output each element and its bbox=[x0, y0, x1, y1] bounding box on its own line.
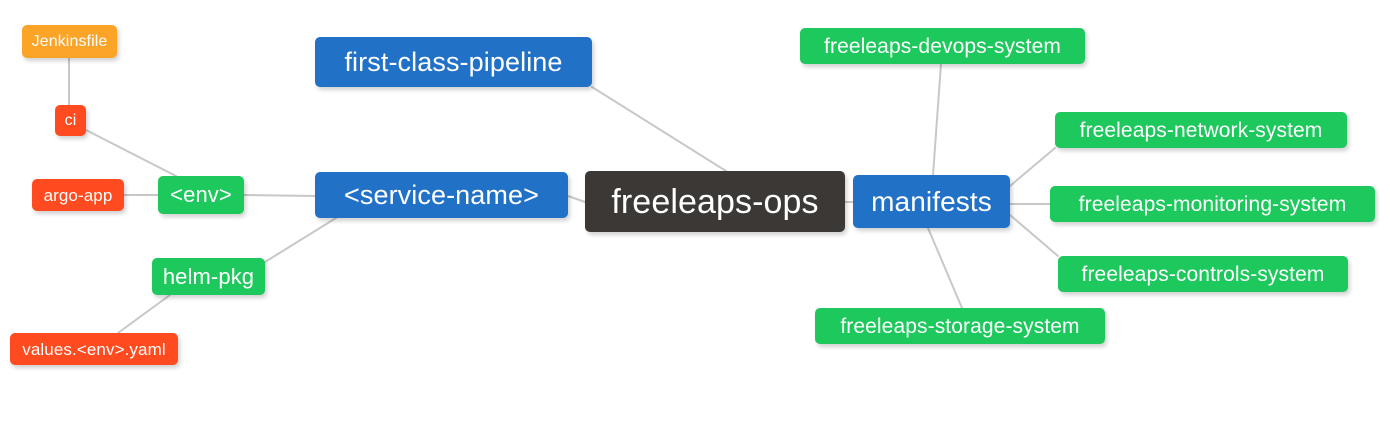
node-ci[interactable]: ci bbox=[55, 105, 86, 136]
node-freeleaps-network-system[interactable]: freeleaps-network-system bbox=[1055, 112, 1347, 148]
node-label: <service-name> bbox=[344, 179, 539, 210]
edge-manifests-to-freeleaps-devops-system bbox=[932, 63, 942, 176]
node-first-class-pipeline[interactable]: first-class-pipeline bbox=[315, 37, 592, 87]
edge-freeleaps-ops-to-service-name bbox=[567, 195, 586, 203]
node-service-name[interactable]: <service-name> bbox=[315, 172, 568, 218]
edge-manifests-to-freeleaps-controls-system bbox=[1009, 214, 1059, 257]
edge-freeleaps-ops-to-first-class-pipeline bbox=[591, 86, 727, 172]
edge-manifests-to-freeleaps-network-system bbox=[1009, 147, 1056, 187]
node-label: helm-pkg bbox=[162, 263, 255, 289]
node-label: values.<env>.yaml bbox=[22, 339, 166, 359]
node-freeleaps-storage-system[interactable]: freeleaps-storage-system bbox=[815, 308, 1105, 344]
edge-env-to-ci bbox=[85, 129, 177, 177]
node-label: freeleaps-devops-system bbox=[824, 34, 1061, 58]
node-freeleaps-controls-system[interactable]: freeleaps-controls-system bbox=[1058, 256, 1348, 292]
node-label: argo-app bbox=[43, 185, 113, 205]
edge-helm-pkg-to-values-env-yaml bbox=[117, 294, 171, 334]
node-jenkinsfile[interactable]: Jenkinsfile bbox=[22, 25, 117, 58]
node-freeleaps-monitoring-system[interactable]: freeleaps-monitoring-system bbox=[1050, 186, 1375, 222]
node-label: ci bbox=[64, 111, 77, 129]
node-label: freeleaps-controls-system bbox=[1081, 262, 1325, 286]
node-label: <env> bbox=[170, 182, 232, 207]
node-label: freeleaps-ops bbox=[611, 182, 819, 221]
node-label: freeleaps-storage-system bbox=[840, 314, 1080, 338]
node-env[interactable]: <env> bbox=[158, 176, 244, 214]
node-freeleaps-ops[interactable]: freeleaps-ops bbox=[585, 171, 845, 232]
edge-manifests-to-freeleaps-storage-system bbox=[927, 227, 963, 309]
edge-service-name-to-env bbox=[243, 194, 316, 197]
node-label: freeleaps-network-system bbox=[1079, 118, 1323, 142]
node-freeleaps-devops-system[interactable]: freeleaps-devops-system bbox=[800, 28, 1085, 64]
node-argo-app[interactable]: argo-app bbox=[32, 179, 124, 211]
node-label: freeleaps-monitoring-system bbox=[1078, 192, 1347, 216]
node-label: manifests bbox=[871, 185, 992, 217]
node-label: first-class-pipeline bbox=[344, 46, 563, 77]
node-label: Jenkinsfile bbox=[31, 32, 108, 50]
node-manifests[interactable]: manifests bbox=[853, 175, 1010, 228]
edge-service-name-to-helm-pkg bbox=[264, 217, 337, 263]
node-values-env-yaml[interactable]: values.<env>.yaml bbox=[10, 333, 178, 365]
node-helm-pkg[interactable]: helm-pkg bbox=[152, 258, 265, 295]
